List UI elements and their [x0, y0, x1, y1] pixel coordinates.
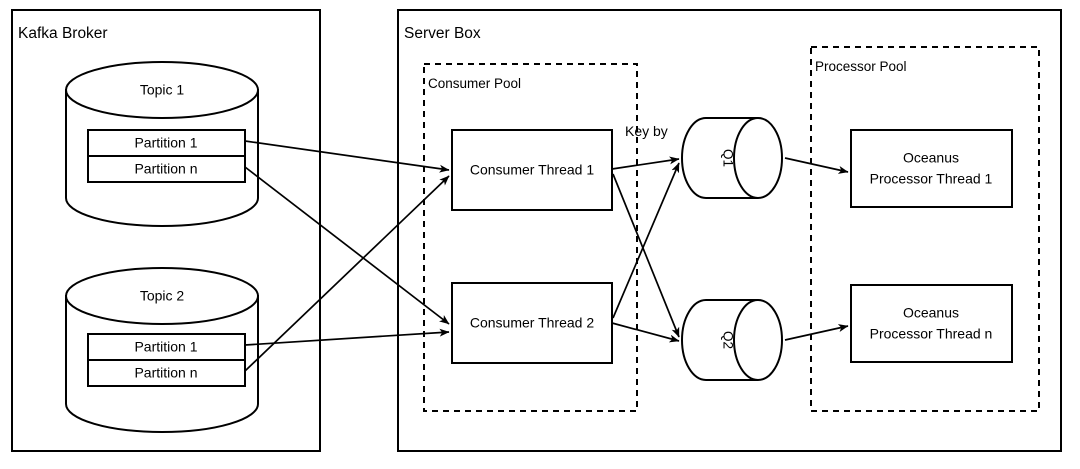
topic-1-cylinder: Topic 1 Partition 1 Partition n	[65, 61, 259, 227]
processor-thread-n-box[interactable]	[850, 284, 1013, 363]
processor-thread-n[interactable]: Oceanus Processor Thread n	[850, 284, 1013, 363]
consumer-thread-2[interactable]: Consumer Thread 2	[451, 282, 613, 364]
kafka-broker-title: Kafka Broker	[18, 25, 108, 42]
processor-thread-1-label-line2: Processor Thread 1	[870, 171, 993, 187]
consumer-thread-1-box[interactable]	[451, 129, 613, 211]
edge-q1-to-processor1	[784, 157, 849, 174]
consumer-thread-2-label: Consumer Thread 2	[470, 315, 594, 331]
queue-q1-body	[681, 117, 783, 199]
queue-q2-body	[681, 299, 783, 381]
consumer-pool-label: Consumer Pool	[428, 76, 521, 91]
edge-consumer2-to-q2	[611, 322, 680, 343]
key-by-label: Key by	[625, 123, 668, 139]
edge-topic1-pn-to-consumer2	[244, 166, 450, 325]
consumer-pool-group: Consumer Pool	[423, 63, 638, 412]
consumer-pool-box	[423, 63, 638, 412]
edge-consumer1-to-q2	[612, 173, 680, 338]
topic-2-label: Topic 2	[140, 288, 185, 304]
processor-thread-1-box[interactable]	[850, 129, 1013, 208]
consumer-thread-1-label: Consumer Thread 1	[470, 162, 594, 178]
topic-1-partition-1-label: Partition 1	[134, 135, 197, 151]
queue-q1-label: Q1	[720, 149, 735, 167]
edge-consumer2-to-q1	[612, 162, 680, 319]
processor-thread-n-label-line2: Processor Thread n	[870, 326, 993, 342]
edge-q2-to-processor-n	[784, 324, 849, 341]
processor-thread-1-label-line1: Oceanus	[903, 150, 959, 166]
edge-topic2-pn-to-consumer1	[244, 175, 450, 372]
server-box-title: Server Box	[404, 25, 481, 42]
processor-pool-label: Processor Pool	[815, 59, 907, 74]
topic-2-partition-n-label: Partition n	[134, 365, 197, 381]
queue-q2-label: Q2	[720, 331, 735, 349]
topic-2-cylinder: Topic 2 Partition 1 Partition n	[65, 267, 259, 433]
queue-q1: Q1	[681, 117, 783, 199]
consumer-thread-1[interactable]: Consumer Thread 1	[451, 129, 613, 211]
topic-1-partition-n-label: Partition n	[134, 161, 197, 177]
queue-q2-cap	[733, 299, 759, 381]
edge-topic1-p1-to-consumer1	[244, 140, 450, 173]
edge-consumer1-to-q1	[611, 156, 680, 170]
topic-1-partition-n-box	[87, 155, 246, 183]
topic-1-partition-1-box	[87, 129, 246, 157]
processor-pool-box	[810, 46, 1040, 412]
topic-2-top	[65, 267, 259, 325]
queue-q1-cap	[733, 117, 759, 199]
processor-thread-1[interactable]: Oceanus Processor Thread 1	[850, 129, 1013, 208]
topic-2-partition-n-box	[87, 359, 246, 387]
topic-1-top	[65, 61, 259, 119]
edge-topic2-p1-to-consumer2	[244, 328, 450, 346]
processor-pool-group: Processor Pool	[810, 46, 1040, 412]
processor-thread-n-label-line1: Oceanus	[903, 305, 959, 321]
topic-1-label: Topic 1	[140, 82, 185, 98]
consumer-thread-2-box[interactable]	[451, 282, 613, 364]
topic-2-partition-1-label: Partition 1	[134, 339, 197, 355]
queue-q2: Q2	[681, 299, 783, 381]
